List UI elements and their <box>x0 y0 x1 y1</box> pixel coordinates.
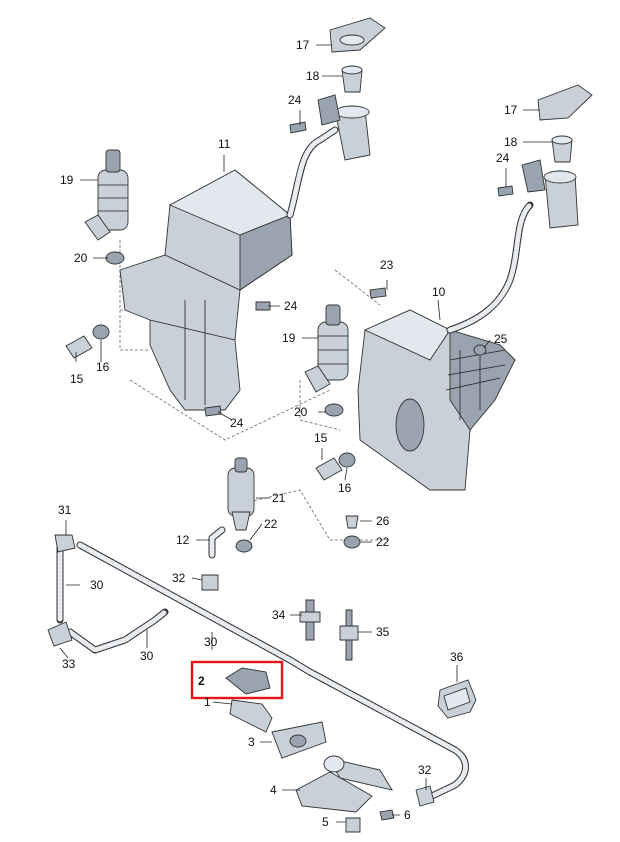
callout-35: 35 <box>376 625 390 639</box>
callout-1: 1 <box>204 695 211 709</box>
elbow-32-lower <box>415 785 435 807</box>
callout-34: 34 <box>272 608 286 622</box>
callout-16-right: 16 <box>338 481 352 495</box>
callout-24-right: 24 <box>496 151 510 165</box>
callout-26: 26 <box>376 514 390 528</box>
elbow-32-upper <box>201 574 219 591</box>
callout-19-left: 19 <box>60 173 74 187</box>
callout-21: 21 <box>272 491 286 505</box>
callout-12: 12 <box>176 533 190 547</box>
grommet-16-right <box>338 452 356 468</box>
bolt-23 <box>369 287 387 299</box>
callout-15-left: 15 <box>70 372 84 386</box>
callout-25: 25 <box>494 332 508 346</box>
washer-pump-21 <box>227 457 255 531</box>
t-piece-33 <box>47 621 73 647</box>
callout-30-bottom: 30 <box>140 649 154 663</box>
seal-18-left <box>341 65 363 93</box>
hose-30 <box>56 541 469 801</box>
plug-26 <box>345 515 359 529</box>
callout-24-left-mid: 24 <box>284 299 298 313</box>
clip-35 <box>339 609 359 661</box>
callout-22-right: 22 <box>376 535 390 549</box>
bolt-24-left-top <box>289 121 307 134</box>
callout-18-right: 18 <box>504 135 518 149</box>
reservoir-tank-10 <box>357 159 579 491</box>
connector-31 <box>54 534 76 553</box>
callout-36: 36 <box>450 650 464 664</box>
grommet-20-right <box>324 403 344 417</box>
leader-lines <box>59 44 552 823</box>
reservoir-tank-11 <box>119 94 371 411</box>
callout-23: 23 <box>380 258 394 272</box>
callout-15-right: 15 <box>314 431 328 445</box>
callout-2: 2 <box>198 674 205 688</box>
bolt-24-left-low <box>204 405 222 417</box>
callout-16-left: 16 <box>96 360 110 374</box>
callout-3: 3 <box>248 735 255 749</box>
screw-6 <box>379 809 395 821</box>
callout-17-right: 17 <box>504 103 518 117</box>
callout-18-left: 18 <box>306 69 320 83</box>
callout-30-mid: 30 <box>204 635 218 649</box>
callout-31: 31 <box>58 503 72 517</box>
grommet-16-left <box>92 324 110 340</box>
grommet-20-left <box>105 251 125 265</box>
bolt-24-right <box>497 185 514 197</box>
clip-25 <box>473 344 487 356</box>
callout-10: 10 <box>432 285 446 299</box>
nozzle-15-right <box>315 457 343 481</box>
grommet-22-right <box>343 535 361 549</box>
grommet-22-left <box>235 539 253 553</box>
filler-cap-17-right <box>537 84 593 121</box>
callout-5: 5 <box>322 815 329 829</box>
bracket-4 <box>295 771 373 813</box>
bolt-24-left-mid <box>255 301 271 311</box>
spray-nozzle-cap-2 <box>190 660 284 700</box>
callout-20-left: 20 <box>74 251 88 265</box>
callout-11: 11 <box>218 137 231 151</box>
callout-22-left: 22 <box>264 517 278 531</box>
callout-30-left: 30 <box>90 578 104 592</box>
elbow-12 <box>208 526 226 559</box>
callout-24-top-left: 24 <box>288 93 302 107</box>
washer-nozzle-1 <box>229 699 273 733</box>
callout-33: 33 <box>62 657 76 671</box>
seal-18-right <box>551 135 573 163</box>
callout-labels: 17 18 24 11 19 20 24 15 16 24 17 18 24 2… <box>58 38 518 829</box>
clip-34 <box>299 599 321 641</box>
nut-5 <box>345 817 361 833</box>
callout-17-left: 17 <box>296 38 310 52</box>
nozzle-15-left <box>65 335 93 359</box>
clip-36 <box>437 679 477 719</box>
callout-32-upper: 32 <box>172 571 186 585</box>
callout-19-right: 19 <box>282 331 296 345</box>
washer-pump-19-right <box>304 304 349 393</box>
callout-32-lower: 32 <box>418 763 432 777</box>
cover-3 <box>271 721 327 759</box>
callout-6: 6 <box>404 808 411 822</box>
callout-24-left-low: 24 <box>230 416 244 430</box>
callout-4: 4 <box>270 783 277 797</box>
filler-cap-17-left <box>329 17 386 53</box>
telescopic-cylinder <box>323 755 393 791</box>
washer-pump-19-left <box>84 149 129 241</box>
callout-20-right: 20 <box>294 405 308 419</box>
